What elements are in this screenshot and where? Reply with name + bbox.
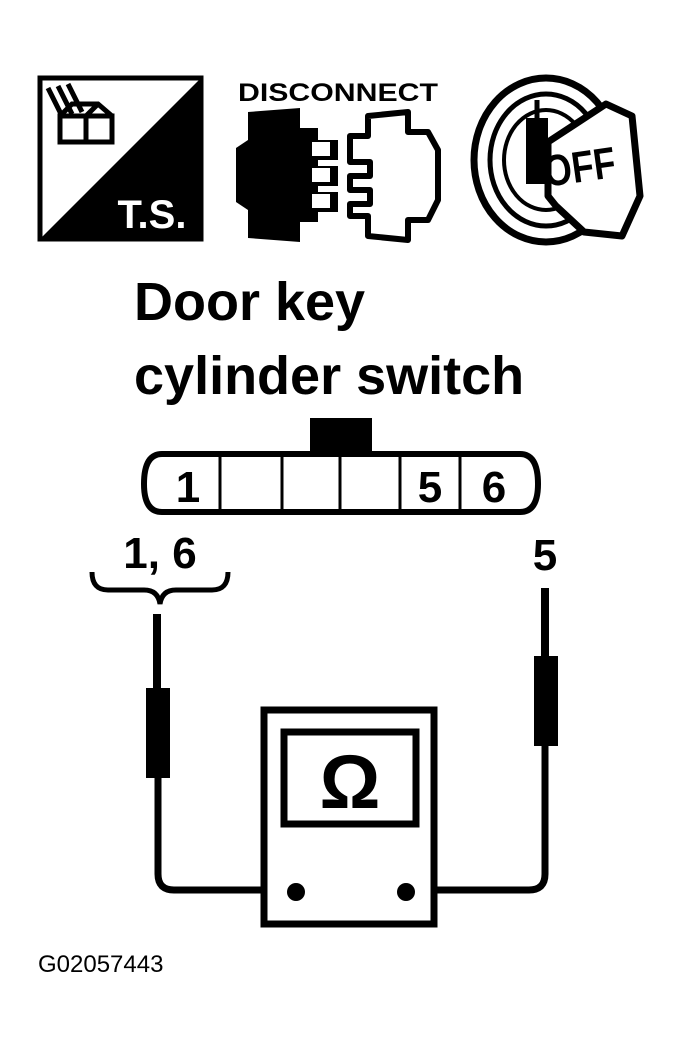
right-test-lead [406, 588, 558, 894]
key-head-icon [544, 100, 644, 240]
left-probe-brace [89, 571, 231, 605]
connector-latch [310, 418, 372, 454]
right-probe-label: 5 [533, 531, 557, 580]
ignition-off-label: OFF [541, 138, 619, 197]
ohmmeter-terminal-left [287, 883, 305, 901]
ohmmeter: Ω [260, 706, 438, 928]
ohmmeter-terminal-right [397, 883, 415, 901]
figure-id: G02057443 [38, 951, 163, 978]
connector-socket-icon [347, 109, 441, 243]
disconnect-icon: DISCONNECT [236, 79, 441, 243]
connector-face: 1 5 6 [140, 418, 542, 515]
left-test-lead [146, 614, 296, 894]
component-title-line1: Door key [134, 272, 365, 332]
ohmmeter-display [280, 728, 420, 828]
ts-label: T.S. [118, 193, 187, 237]
connector-terminal-6: 6 [482, 463, 506, 512]
ignition-key-icon: OFF [470, 74, 644, 246]
component-title-line2: cylinder switch [134, 346, 524, 406]
left-probe-label: 1, 6 [123, 529, 196, 578]
connector-terminal-5: 5 [418, 463, 442, 512]
ohm-symbol: Ω [320, 740, 381, 825]
parts-box-icon [45, 82, 115, 145]
connector-terminal-1: 1 [176, 463, 200, 512]
connector-plug-icon [236, 108, 318, 242]
disconnect-label: DISCONNECT [238, 79, 438, 107]
ts-icon: T.S. [37, 75, 204, 242]
